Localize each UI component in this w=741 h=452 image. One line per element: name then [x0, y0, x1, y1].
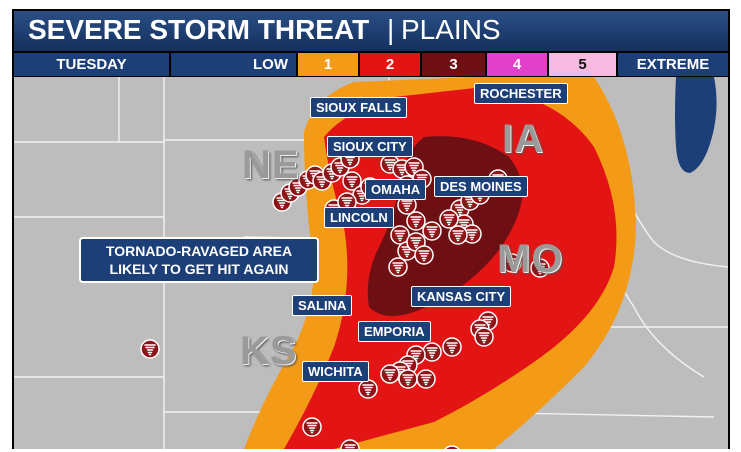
legend-level-4: 4: [487, 53, 547, 76]
tornado-icon: [502, 253, 522, 273]
tornado-icon: [444, 445, 460, 449]
legend-level-3: 3: [422, 53, 485, 76]
city-label-wichita: WICHITA: [302, 361, 369, 382]
legend-level-5: 5: [549, 53, 616, 76]
tornado-icon: [398, 369, 418, 389]
tornado-icon: [448, 225, 468, 245]
tornado-icon: [442, 337, 462, 357]
state-label-ne: NE: [242, 143, 300, 187]
tornado-icon: [340, 439, 360, 449]
city-label-lincoln: LINCOLN: [324, 207, 394, 228]
city-label-des-moines: DES MOINES: [434, 176, 528, 197]
legend-low-label: LOW: [171, 53, 296, 76]
tornado-icon: [530, 258, 550, 278]
lake-michigan: [675, 77, 717, 173]
title-bar: SEVERE STORM THREAT | PLAINS: [14, 11, 728, 51]
legend-level-2: 2: [360, 53, 420, 76]
tornado-icon: [388, 257, 408, 277]
tornado-icon: [406, 211, 426, 231]
threat-legend: TUESDAY LOW 1 2 3 4 5 EXTREME: [14, 53, 728, 76]
legend-day: TUESDAY: [14, 53, 169, 76]
city-label-emporia: EMPORIA: [358, 321, 431, 342]
city-label-omaha: OMAHA: [365, 179, 427, 200]
callout-line-2: LIKELY TO GET HIT AGAIN: [109, 261, 289, 277]
weather-graphic: SEVERE STORM THREAT | PLAINS TUESDAY LOW…: [12, 9, 730, 449]
city-label-kansas-city: KANSAS CITY: [411, 286, 512, 307]
tornado-icon: [140, 339, 160, 359]
state-label-ks: KS: [240, 329, 298, 373]
title: SEVERE STORM THREAT: [28, 14, 370, 45]
tornado-icon: [416, 369, 436, 389]
state-label-mo: MO: [497, 237, 564, 281]
legend-level-1: 1: [298, 53, 358, 76]
callout-line-1: TORNADO-RAVAGED AREA: [105, 243, 293, 259]
tornado-icon: [390, 225, 410, 245]
tornado-icon: [342, 171, 362, 191]
legend-extreme-label: EXTREME: [618, 53, 728, 76]
title-separator: |: [387, 14, 395, 45]
city-label-sioux-city: SIOUX CITY: [327, 136, 413, 157]
city-label-sioux-falls: SIOUX FALLS: [310, 97, 408, 118]
city-label-rochester: ROCHESTER: [474, 83, 568, 104]
tornado-icon: [474, 327, 494, 347]
callout-box: TORNADO-RAVAGED AREA LIKELY TO GET HIT A…: [79, 237, 319, 283]
tornado-icon: [422, 221, 442, 241]
tornado-icon: [302, 417, 322, 437]
tornado-icon: [397, 195, 417, 215]
tornado-icon: [414, 245, 434, 265]
city-label-salina: SALINA: [292, 295, 353, 316]
tornado-icon: [358, 379, 378, 399]
tornado-icon: [439, 209, 459, 229]
region-title: PLAINS: [401, 14, 501, 45]
state-label-ia: IA: [502, 117, 544, 161]
tornado-icon: [380, 364, 400, 384]
